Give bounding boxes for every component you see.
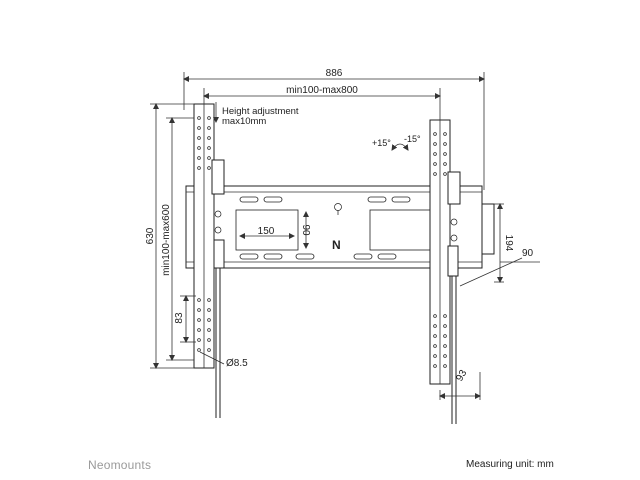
height-adjust-label-1: Height adjustment xyxy=(222,106,299,117)
dim-vesa-height-label: min100-max600 xyxy=(161,204,172,276)
tilt-minus-label: -15° xyxy=(404,134,421,144)
tilt-arrow-icon xyxy=(391,143,409,151)
brand-name: Neomounts xyxy=(88,458,152,472)
logo-mark-icon: N xyxy=(332,238,341,252)
dim-slot-83 xyxy=(180,295,196,343)
hole-diameter-label: Ø8.5 xyxy=(226,358,248,369)
dim-total-height xyxy=(150,103,194,369)
measuring-unit-label: Measuring unit: mm xyxy=(466,459,554,470)
dim-total-height-label: 630 xyxy=(145,227,156,244)
dim-depth-90-label: 90 xyxy=(522,248,534,259)
right-vesa-arm xyxy=(429,119,461,424)
height-adjust-label-2: max10mm xyxy=(222,116,266,127)
dim-vesa-width xyxy=(203,88,441,120)
hole-diameter-pointer xyxy=(199,351,225,365)
dim-vesa-width-label: min100-max800 xyxy=(286,85,358,96)
dim-total-width-label: 886 xyxy=(326,68,343,79)
dim-inner-90-label: 90 xyxy=(300,224,311,236)
dim-arm-93 xyxy=(439,372,481,400)
dim-arm-93-label: 93 xyxy=(454,368,469,384)
tilt-plus-label: +15° xyxy=(372,138,391,148)
dim-depth-90 xyxy=(459,257,540,287)
dim-inner-150-label: 150 xyxy=(258,226,275,237)
left-vesa-arm xyxy=(193,103,225,418)
dim-vesa-height xyxy=(166,117,194,361)
dim-depth-194-label: 194 xyxy=(503,235,514,252)
keyhole-icon xyxy=(334,203,342,211)
dim-depth-194 xyxy=(494,203,504,283)
dim-slot-83-label: 83 xyxy=(174,312,185,324)
